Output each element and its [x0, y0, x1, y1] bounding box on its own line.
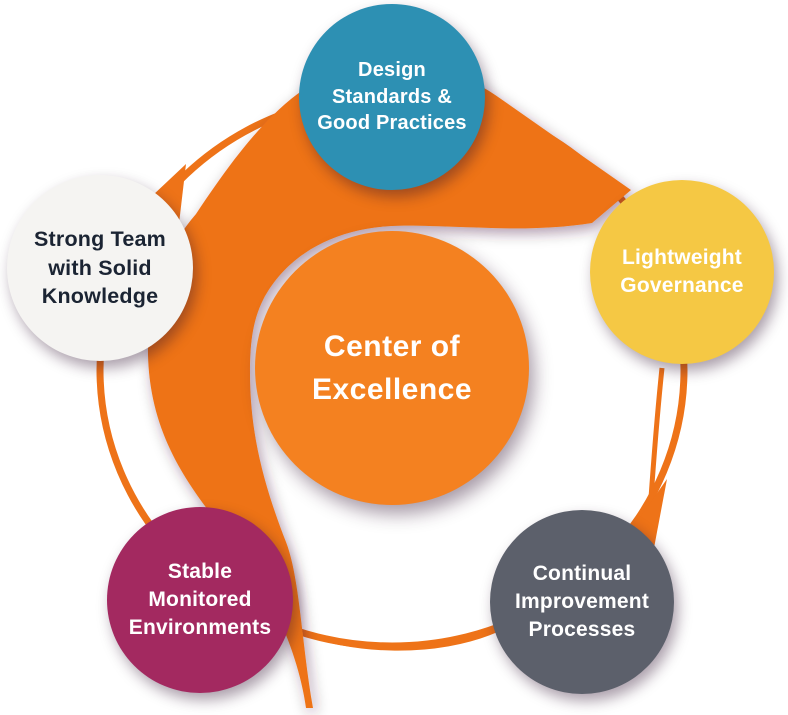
node-strong-team: Strong Team with Solid Knowledge	[7, 175, 193, 361]
node-label-line: Lightweight	[621, 246, 742, 270]
node-label-line: Standards &	[331, 85, 452, 108]
node-continual-improvement: Continual Improvement Processes	[490, 510, 674, 694]
node-label-line: Environments	[128, 615, 272, 639]
node-label-line: Good Practices	[317, 112, 467, 135]
center-label-line: Center of	[323, 329, 461, 363]
node-label-line: Strong Team	[33, 227, 166, 252]
node-label-line: Knowledge	[41, 284, 159, 309]
node-label-line: with Solid	[48, 255, 152, 280]
node-label-line: Stable	[167, 560, 233, 584]
cycle-arc-right	[647, 367, 665, 513]
node-lightweight-governance: Lightweight Governance	[590, 180, 774, 364]
node-center-of-excellence: Center of Excellence	[255, 231, 529, 505]
node-label-line: Continual	[532, 562, 632, 586]
node-label-line: Design	[358, 59, 426, 82]
arrowhead-to-continual-improvement	[634, 479, 667, 548]
node-label-line: Improvement	[514, 590, 650, 614]
center-label-line: Excellence	[311, 373, 473, 406]
node-stable-environments: Stable Monitored Environments	[107, 507, 293, 693]
node-label-line: Monitored	[148, 588, 252, 612]
cycle-arc-bottom	[291, 625, 497, 651]
node-label-line: Processes	[528, 617, 636, 641]
node-label-line: Governance	[620, 274, 744, 297]
node-design-standards: Design Standards & Good Practices	[299, 4, 485, 190]
chevron-near-strong-team	[152, 164, 186, 232]
